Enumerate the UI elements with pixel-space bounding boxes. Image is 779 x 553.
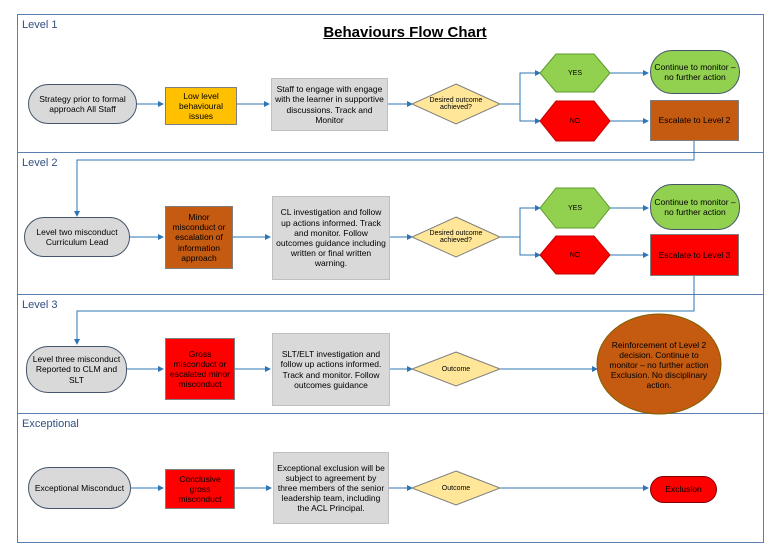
level1-decision-label: Desired outcome achieved? [429, 97, 483, 111]
level3-start: Level three misconduct Reported to CLM a… [26, 346, 127, 393]
exceptional-process: Exceptional exclusion will be subject to… [273, 452, 389, 524]
page-title: Behaviours Flow Chart [323, 24, 487, 41]
exceptional-result: Exclusion [650, 476, 717, 503]
arrow [74, 141, 695, 217]
arrow [519, 237, 541, 258]
level1-no-result: Escalate to Level 2 [650, 100, 739, 141]
yes-hexagon [539, 53, 611, 93]
level2-trigger: Minor misconduct or escalation of inform… [165, 206, 233, 269]
level3-result-circle [596, 313, 722, 415]
lane-exceptional: Exceptional [17, 413, 764, 543]
exceptional-start: Exceptional Misconduct [28, 467, 131, 509]
level1-process: Staff to engage with engage with the lea… [271, 78, 388, 131]
exceptional-trigger: Conclusive gross misconduct [165, 469, 235, 509]
decision-diamond [410, 351, 502, 387]
level3-result: Reinforcement of Level 2 decision. Conti… [609, 339, 709, 391]
decision-diamond [410, 216, 502, 258]
lane-label: Level 2 [22, 157, 58, 169]
level2-no-label: NO [569, 251, 581, 259]
level3-process: SLT/ELT investigation and follow up acti… [272, 333, 390, 406]
level2-yes-label: YES [567, 204, 582, 212]
exceptional-decision-label: Outcome [441, 484, 471, 492]
decision-diamond [410, 470, 502, 506]
arrow [519, 104, 541, 124]
arrow [74, 276, 695, 345]
arrow [500, 205, 541, 238]
yes-hexagon [539, 187, 611, 229]
level3-trigger: Gross misconduct or escalated minor misc… [165, 338, 235, 400]
decision-diamond [410, 83, 502, 125]
level2-no-result: Escalate to Level 3 [650, 234, 739, 276]
no-hexagon [539, 100, 611, 142]
level3-decision-label: Outcome [441, 365, 471, 373]
level2-yes-result: Continue to monitor – no further action [650, 184, 740, 230]
no-hexagon [539, 235, 611, 275]
lane-label: Level 1 [22, 19, 58, 31]
level2-start: Level two misconduct Curriculum Lead [24, 217, 130, 257]
lane-label: Level 3 [22, 299, 58, 311]
level2-decision-label: Desired outcome achieved? [429, 230, 483, 244]
level1-yes-label: YES [567, 69, 582, 77]
level1-yes-result: Continue to monitor – no further action [650, 50, 740, 94]
level1-trigger: Low level behavioural issues [165, 87, 237, 125]
level1-no-label: NO [569, 117, 581, 125]
arrow [500, 70, 541, 105]
level1-start: Strategy prior to formal approach All St… [28, 84, 137, 124]
level2-process: CL investigation and follow up actions i… [272, 196, 390, 280]
lane-label: Exceptional [22, 418, 79, 430]
